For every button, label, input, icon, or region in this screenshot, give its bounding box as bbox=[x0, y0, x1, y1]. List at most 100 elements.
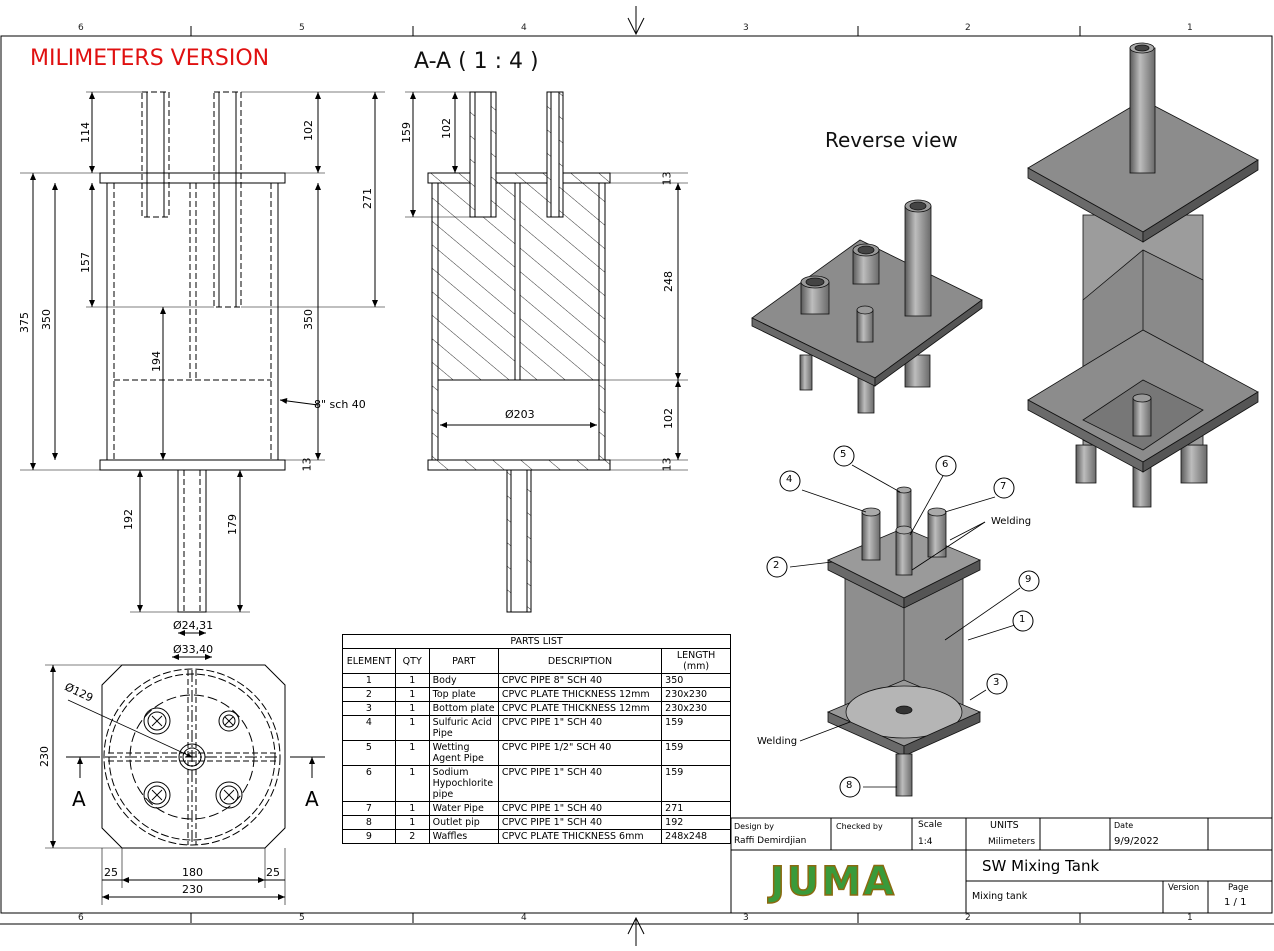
isometric-assembly-model bbox=[789, 464, 1021, 797]
parts-cell-length: 159 bbox=[661, 715, 731, 741]
title-block-frame bbox=[730, 817, 1272, 913]
parts-cell-description: CPVC PIPE 1" SCH 40 bbox=[497, 801, 663, 816]
parts-cell-element: 6 bbox=[342, 765, 396, 802]
sheet-border bbox=[0, 35, 1273, 914]
zone-ticks bbox=[0, 6, 1274, 946]
parts-cell-qty: 1 bbox=[394, 740, 430, 766]
parts-cell-part: Sodium Hypochlorite pipe bbox=[428, 765, 499, 802]
dim-dia-203: Ø203 bbox=[505, 408, 535, 421]
juma-logo: JUMA bbox=[769, 859, 897, 905]
parts-cell-length: 350 bbox=[661, 673, 731, 688]
balloon-label-6: 6 bbox=[942, 459, 949, 470]
balloon-label-5: 5 bbox=[840, 449, 847, 460]
zone-top-3: 3 bbox=[743, 23, 749, 33]
page-value: 1 / 1 bbox=[1224, 897, 1247, 908]
dim-25-left: 25 bbox=[104, 866, 118, 879]
parts-cell-description: CPVC PIPE 1/2" SCH 40 bbox=[497, 740, 663, 766]
zone-bottom-2: 2 bbox=[965, 913, 971, 923]
parts-cell-element: 4 bbox=[342, 715, 396, 741]
page-label: Page bbox=[1228, 883, 1249, 893]
parts-cell-length: 271 bbox=[661, 801, 731, 816]
balloon-2 bbox=[766, 556, 788, 578]
parts-cell-part: Water Pipe bbox=[428, 801, 499, 816]
parts-cell-description: CPVC PLATE THICKNESS 6mm bbox=[497, 829, 663, 844]
balloon-label-3: 3 bbox=[993, 677, 1000, 688]
parts-cell-part: Body bbox=[428, 673, 499, 688]
parts-cell-part: Outlet pip bbox=[428, 815, 499, 830]
design-by-label: Design by bbox=[734, 822, 774, 831]
parts-cell-element: 8 bbox=[342, 815, 396, 830]
dim-25-right: 25 bbox=[266, 866, 280, 879]
balloon-7 bbox=[993, 477, 1015, 499]
parts-cell-qty: 1 bbox=[394, 815, 430, 830]
parts-header-part: PART bbox=[428, 648, 499, 674]
balloon-8 bbox=[839, 776, 861, 798]
parts-cell-part: Sulfuric Acid Pipe bbox=[428, 715, 499, 741]
zone-top-4: 4 bbox=[521, 23, 527, 33]
section-title: A-A ( 1 : 4 ) bbox=[414, 49, 539, 74]
parts-cell-qty: 2 bbox=[394, 829, 430, 844]
version-note: MILIMETERS VERSION bbox=[30, 46, 270, 71]
section-view bbox=[405, 91, 688, 613]
reverse-view-model bbox=[751, 199, 983, 414]
parts-cell-qty: 1 bbox=[394, 801, 430, 816]
dim-230-horizontal: 230 bbox=[182, 883, 203, 896]
reverse-view-title: Reverse view bbox=[825, 128, 958, 152]
balloon-label-1: 1 bbox=[1019, 614, 1026, 625]
front-view bbox=[20, 91, 385, 660]
parts-cell-part: Waffles bbox=[428, 829, 499, 844]
balloon-label-2: 2 bbox=[773, 560, 780, 571]
parts-cell-element: 2 bbox=[342, 687, 396, 702]
dim-180: 180 bbox=[182, 866, 203, 879]
parts-cell-length: 230x230 bbox=[661, 701, 731, 716]
welding-label-top: Welding bbox=[991, 516, 1032, 527]
parts-cell-description: CPVC PIPE 1" SCH 40 bbox=[497, 815, 663, 830]
pipe-note: 8" sch 40 bbox=[314, 398, 366, 411]
parts-cell-element: 9 bbox=[342, 829, 396, 844]
zone-bottom-6: 6 bbox=[78, 913, 84, 923]
parts-cell-element: 7 bbox=[342, 801, 396, 816]
parts-cell-part: Wetting Agent Pipe bbox=[428, 740, 499, 766]
zone-bottom-4: 4 bbox=[521, 913, 527, 923]
parts-cell-part: Bottom plate bbox=[428, 701, 499, 716]
parts-cell-length: 159 bbox=[661, 765, 731, 802]
parts-cell-qty: 1 bbox=[394, 673, 430, 688]
section-mark-right: A bbox=[305, 787, 319, 811]
balloon-4 bbox=[779, 470, 801, 492]
date-label: Date bbox=[1114, 821, 1134, 830]
parts-cell-length: 192 bbox=[661, 815, 731, 830]
units-label: UNITS bbox=[990, 820, 1019, 831]
parts-cell-length: 159 bbox=[661, 740, 731, 766]
dim-dia-inner: Ø24,31 bbox=[173, 619, 214, 632]
balloon-label-4: 4 bbox=[786, 474, 793, 485]
version-label: Version bbox=[1168, 883, 1200, 893]
parts-cell-qty: 1 bbox=[394, 701, 430, 716]
parts-cell-description: CPVC PIPE 1" SCH 40 bbox=[497, 765, 663, 802]
parts-cell-length: 230x230 bbox=[661, 687, 731, 702]
balloon-1 bbox=[1012, 610, 1034, 632]
balloon-label-9: 9 bbox=[1025, 574, 1032, 585]
date-value: 9/9/2022 bbox=[1114, 836, 1159, 847]
zone-top-2: 2 bbox=[965, 23, 971, 33]
zone-top-1: 1 bbox=[1187, 23, 1193, 33]
zone-top-6: 6 bbox=[78, 23, 84, 33]
parts-header-length: LENGTH (mm) bbox=[661, 648, 731, 674]
parts-cell-qty: 1 bbox=[394, 715, 430, 741]
parts-cell-element: 3 bbox=[342, 701, 396, 716]
section-mark-left: A bbox=[72, 787, 86, 811]
checked-by-label: Checked by bbox=[836, 822, 883, 831]
drawing-subtitle: Mixing tank bbox=[972, 891, 1028, 902]
balloon-5 bbox=[833, 445, 855, 467]
parts-cell-description: CPVC PIPE 8" SCH 40 bbox=[497, 673, 663, 688]
parts-cell-description: CPVC PIPE 1" SCH 40 bbox=[497, 715, 663, 741]
